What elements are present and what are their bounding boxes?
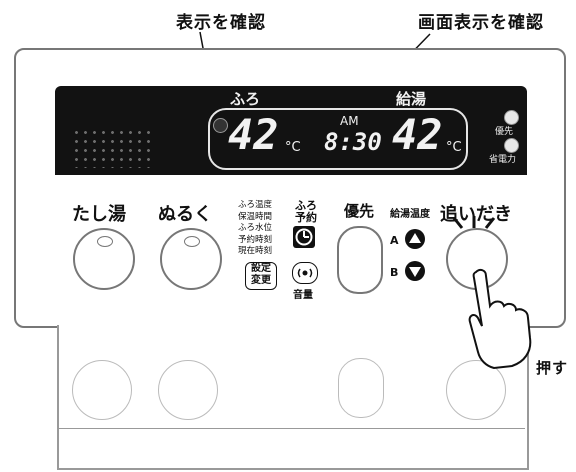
settings-change-line: 変更 (251, 275, 271, 286)
temp-down-letter: B (390, 266, 399, 279)
menu-line: ふろ温度 (238, 200, 273, 210)
furo-reserve-line: 予約 (295, 211, 317, 224)
menu-line: 現在時刻 (238, 246, 273, 256)
lower-button (446, 360, 506, 420)
press-emphasis-icon (452, 216, 496, 229)
temp-up-button[interactable] (405, 229, 425, 249)
nuruku-button[interactable] (160, 228, 222, 290)
power-saving-indicator-light (504, 138, 519, 153)
kyuto-temp-control-label: 給湯温度 (390, 209, 430, 220)
display-label-kyuto: 給湯 (396, 90, 427, 108)
speaker-grille (72, 128, 154, 168)
display-label-furo: ふろ (230, 90, 261, 108)
kyuto-temperature: 42 (392, 110, 443, 159)
kyuto-temp-unit: °C (446, 140, 462, 155)
clock-time: 8:30 (324, 128, 382, 156)
menu-line: 保温時間 (238, 211, 273, 222)
lower-button (338, 358, 384, 418)
furo-reserve-label: ふろ 予約 (295, 200, 317, 224)
settings-menu-list: ふろ温度 保温時間 ふろ水位 予約時刻 現在時刻 (238, 200, 272, 258)
furo-reserve-line: ふろ (295, 199, 317, 212)
display-sensor-icon (213, 118, 228, 133)
priority-button-label: 優先 (344, 202, 375, 220)
priority-button[interactable] (337, 226, 383, 294)
callout-check-display: 表示を確認 (176, 13, 266, 33)
nuruku-label: ぬるく (158, 204, 212, 225)
clock-icon (295, 228, 313, 246)
speaker-volume-icon (297, 268, 313, 278)
settings-change-line: 設定 (251, 263, 271, 274)
furo-temperature: 42 (228, 110, 279, 159)
menu-line: 予約時刻 (238, 234, 273, 245)
tashiyu-button[interactable] (73, 228, 135, 290)
pointing-hand-icon (468, 268, 532, 370)
lower-panel-line (57, 428, 525, 429)
lower-button (72, 360, 132, 420)
power-saving-indicator-label: 省電力 (489, 155, 517, 165)
timer-reserve-button[interactable] (293, 226, 315, 248)
callout-press: 押す (536, 359, 569, 377)
priority-indicator-label: 優先 (495, 127, 514, 137)
triangle-up-icon (409, 233, 421, 243)
priority-indicator-light (504, 110, 519, 125)
settings-change-button[interactable]: 設定 変更 (245, 262, 277, 290)
furo-temp-unit: °C (285, 140, 301, 155)
volume-label: 音量 (293, 290, 313, 301)
volume-button[interactable] (292, 262, 318, 284)
menu-line: ふろ水位 (238, 223, 273, 233)
triangle-down-icon (409, 267, 421, 277)
lower-button (158, 360, 218, 420)
callout-check-screen: 画面表示を確認 (418, 13, 544, 33)
temp-up-letter: A (390, 234, 399, 247)
temp-down-button[interactable] (405, 261, 425, 281)
tashiyu-label: たし湯 (72, 204, 126, 225)
clock-ampm: AM (340, 114, 359, 128)
display-frame (208, 108, 468, 170)
